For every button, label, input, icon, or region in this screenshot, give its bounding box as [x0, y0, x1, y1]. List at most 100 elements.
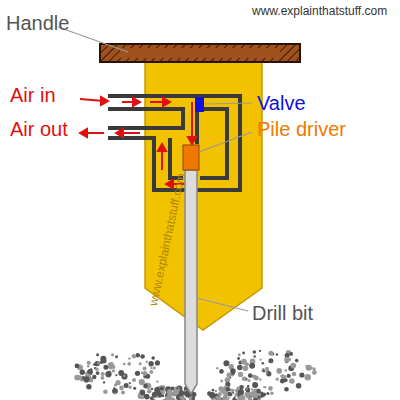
rubble-dot	[310, 366, 313, 369]
rubble-dot	[249, 363, 255, 369]
rubble-dot	[239, 395, 245, 400]
rubble-dot	[97, 362, 99, 364]
rubble-dot	[266, 392, 269, 395]
rubble-dot	[254, 355, 256, 357]
rubble-dot	[207, 391, 212, 396]
rubble-dot	[280, 379, 285, 384]
rubble-dot	[296, 383, 302, 389]
rubble-dot	[245, 362, 249, 366]
rubble-dot	[108, 366, 110, 368]
rubble-dot	[252, 382, 258, 388]
rubble-dot	[227, 372, 232, 377]
rubble-dot	[174, 386, 180, 392]
rubble-dot	[218, 392, 222, 396]
rubble-dot	[128, 357, 130, 359]
rubble-dot	[238, 353, 241, 356]
rubble-dot	[151, 356, 155, 360]
rubble-dot	[237, 387, 240, 390]
rubble-dot	[291, 363, 297, 369]
rubble-dot	[146, 361, 148, 363]
rubble-dot	[262, 370, 265, 373]
rubble-dot	[289, 378, 294, 383]
rubble-dot	[238, 372, 243, 377]
rubble-dot	[226, 387, 231, 392]
rubble-dot	[313, 367, 316, 370]
rubble-dot	[305, 365, 307, 367]
rubble-dot	[289, 352, 293, 356]
rubble-dot	[143, 384, 148, 389]
rubble-dot	[103, 389, 108, 394]
rubble-dot	[143, 367, 147, 371]
rubble-dot	[160, 386, 164, 390]
rubble-dot	[148, 361, 153, 366]
rubble-dot	[246, 388, 250, 392]
rubble-dot	[144, 383, 150, 389]
rubble-dot	[87, 361, 91, 365]
rubble-dot	[215, 396, 219, 400]
rubble-dot	[115, 374, 117, 376]
rubble-dot	[184, 391, 189, 396]
rubble-dot	[237, 365, 243, 371]
rubble-dot	[101, 376, 105, 380]
rubble-dot	[276, 368, 282, 374]
rubble-dot	[151, 388, 153, 390]
rubble-dot	[124, 383, 129, 388]
rubble-dot	[150, 367, 152, 369]
part-label: Pile driver	[257, 118, 346, 140]
rubble-dot	[152, 366, 155, 369]
rubble-dot	[192, 397, 196, 400]
rubble-dot	[246, 388, 250, 392]
pile-driver	[183, 145, 199, 170]
rubble-dot	[167, 389, 172, 394]
rubble-dot	[270, 391, 274, 395]
rubble-dot	[284, 357, 290, 363]
part-label: Drill bit	[252, 302, 313, 324]
handle-bar	[100, 44, 300, 62]
rubble-dot	[248, 379, 251, 382]
rubble-dot	[103, 381, 105, 383]
rubble-dot	[253, 398, 258, 400]
rubble-dot	[128, 386, 131, 389]
part-label: Handle	[6, 12, 69, 34]
rubble-dot	[264, 386, 266, 388]
rubble-dot	[114, 392, 116, 394]
rubble-dot	[276, 378, 279, 381]
rubble-dot	[135, 371, 140, 376]
rubble-dot	[111, 353, 114, 356]
rubble-dot	[118, 370, 124, 376]
rubble-dot	[154, 387, 160, 393]
valve	[195, 97, 204, 112]
rubble-dot	[95, 361, 100, 366]
rubble-dot	[215, 390, 217, 392]
rubble-dot	[96, 353, 99, 356]
rubble-dot	[223, 395, 227, 399]
rubble-dot	[216, 367, 218, 369]
rubble-dot	[292, 372, 297, 377]
handle-grip	[120, 48, 280, 58]
rubble-dot	[268, 358, 273, 363]
rubble-dot	[312, 370, 317, 375]
rubble-dot	[127, 362, 131, 366]
rubble-dot	[256, 389, 260, 393]
rubble-dot	[78, 376, 82, 380]
rubble-dot	[75, 364, 80, 369]
rubble-dot	[87, 365, 90, 368]
rubble-dot	[150, 397, 154, 400]
rubble-dot	[218, 386, 223, 391]
rubble-dot	[83, 376, 89, 382]
rubble-dot	[129, 382, 131, 384]
rubble-dot	[276, 353, 278, 355]
rubble-dot	[136, 353, 140, 357]
rubble-dot	[115, 355, 118, 358]
rubble-dot	[239, 385, 243, 389]
rubble-dot	[246, 388, 248, 390]
rubble-dot	[259, 378, 262, 381]
rubble-dot	[132, 378, 136, 382]
rubble-dot	[95, 368, 99, 372]
rubble-dot	[156, 380, 158, 382]
rubble-dot	[100, 361, 103, 364]
rubble-dot	[96, 371, 100, 375]
rubble-dot	[92, 375, 96, 379]
